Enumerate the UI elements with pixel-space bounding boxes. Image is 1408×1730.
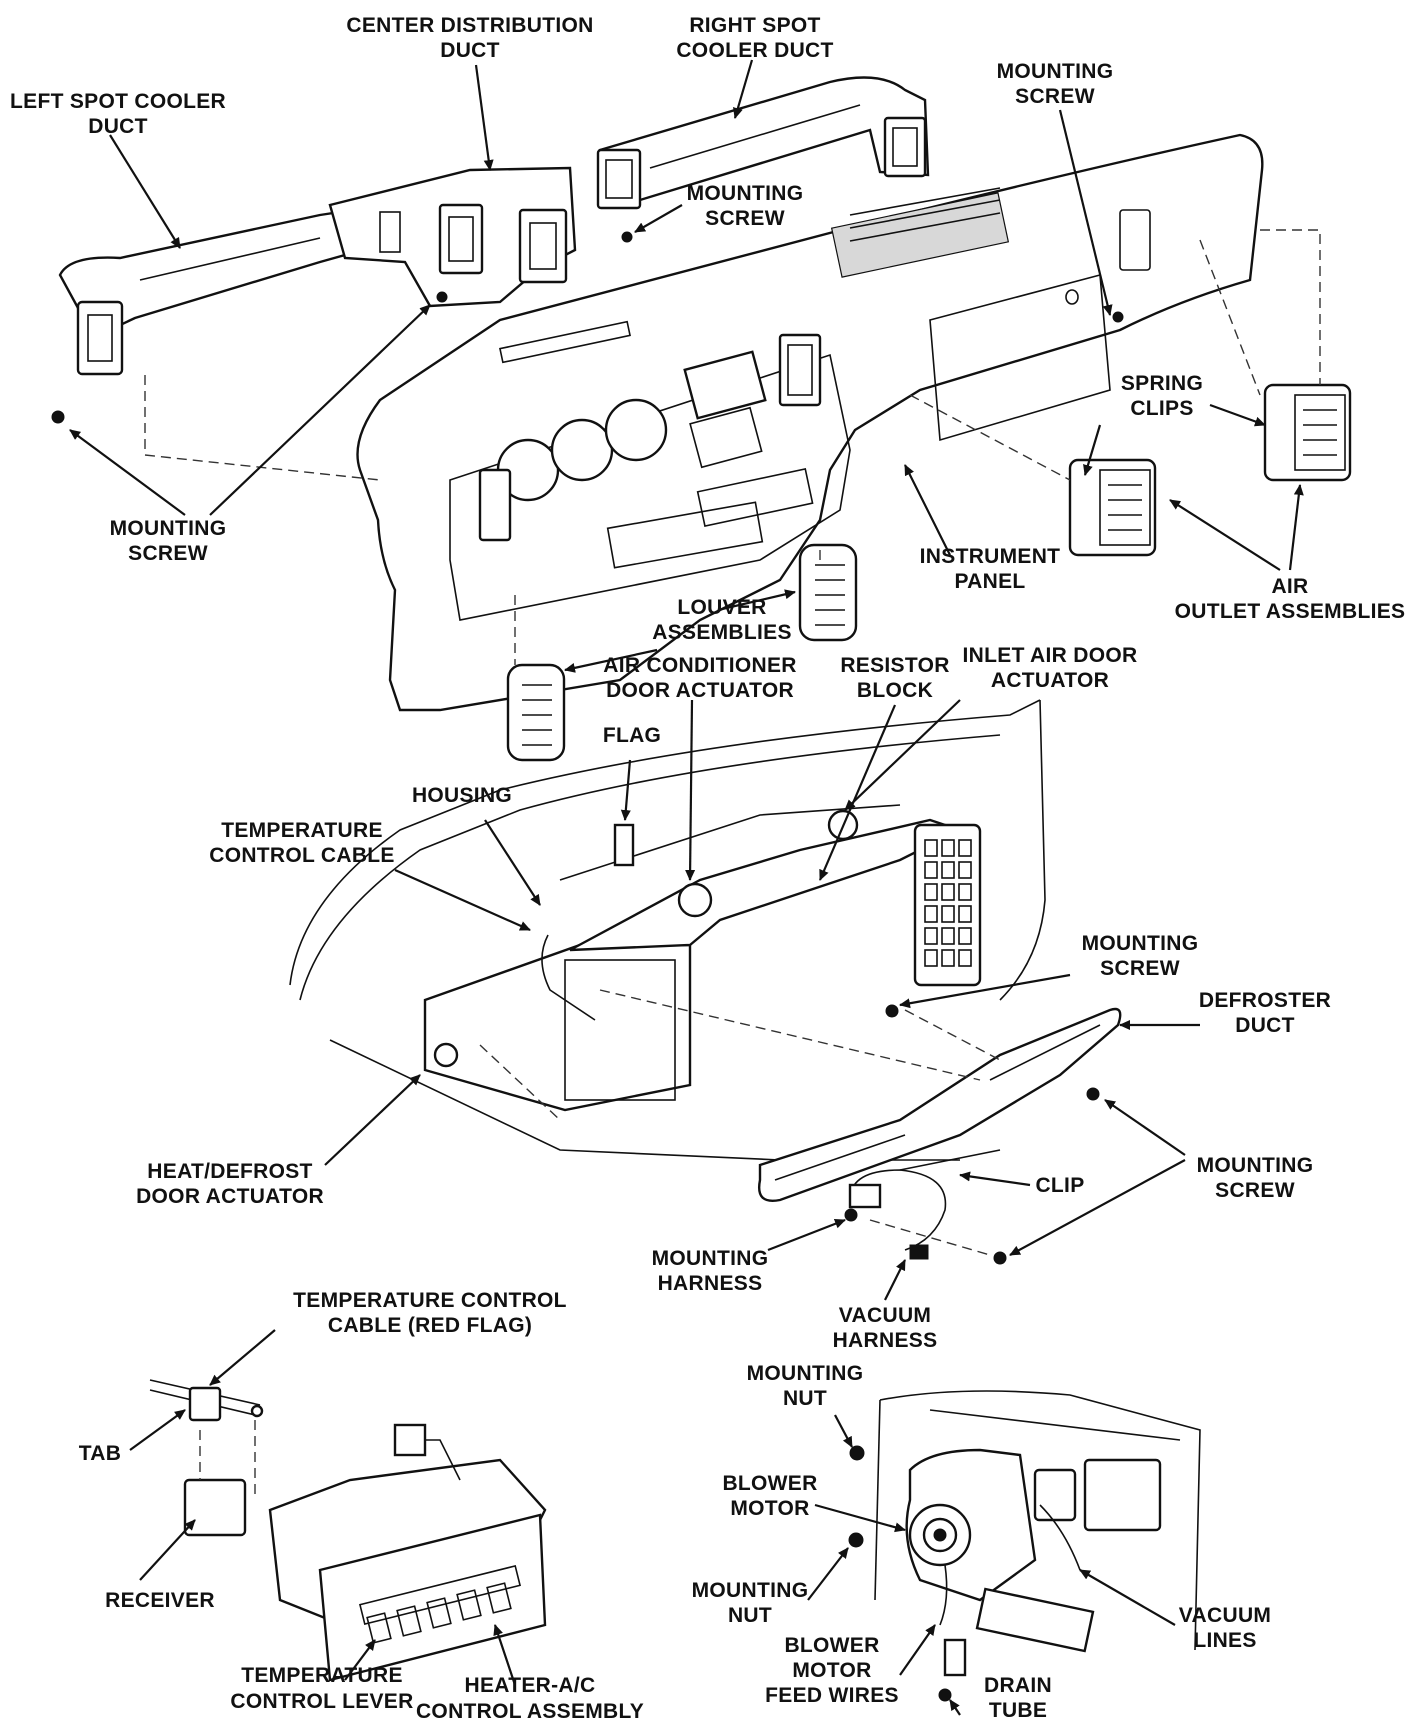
blower-motor-drawing xyxy=(874,1390,1201,1677)
heater-housing-drawing xyxy=(423,804,982,1112)
label-housing: HOUSING xyxy=(412,784,512,807)
left-spot-cooler-duct-drawing xyxy=(58,210,347,376)
label-flag: FLAG xyxy=(603,724,661,747)
vacuum-harness-drawing xyxy=(848,1149,1001,1260)
grille xyxy=(924,839,972,967)
label-clip: CLIP xyxy=(1035,1174,1084,1197)
center-distribution-duct-drawing xyxy=(328,166,577,308)
leader-lines xyxy=(69,59,1304,1716)
louver-assembly-lower xyxy=(506,663,566,762)
right-spot-cooler-duct-drawing xyxy=(596,76,930,210)
dash-frame-drawing xyxy=(289,699,1046,1161)
label-receiver: RECEIVER xyxy=(105,1589,215,1612)
air-outlet-assembly-right xyxy=(1263,383,1352,482)
louver-assembly-upper xyxy=(798,543,858,642)
control-assembly-drawing xyxy=(149,1379,547,1682)
air-outlet-assembly-left xyxy=(1068,458,1157,557)
label-tab: TAB xyxy=(79,1442,122,1465)
instrument-panel-drawing xyxy=(356,133,1264,712)
defroster-duct-drawing xyxy=(758,1007,1122,1202)
